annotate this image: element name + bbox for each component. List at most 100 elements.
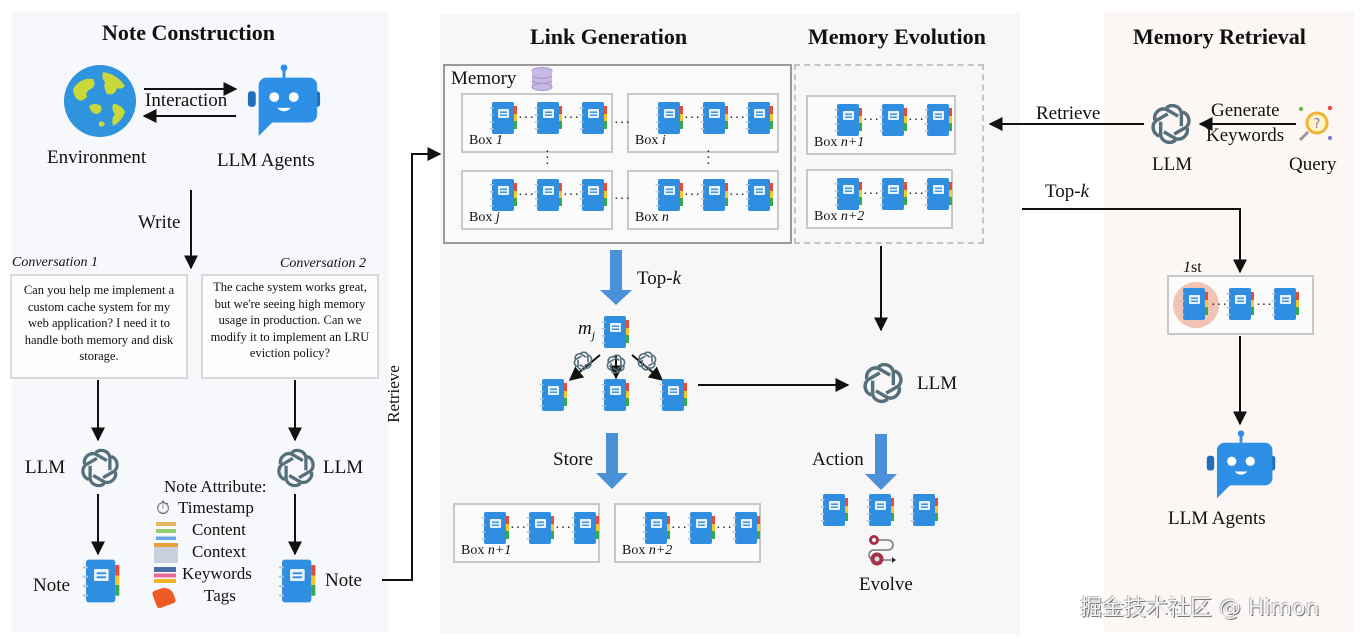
memory-evolution-region [794,64,984,244]
ellipsis: ··· [563,188,580,203]
note-neighbor-icon [601,378,631,412]
context-window-icon [154,543,178,563]
note-icon [534,101,564,135]
box-name: Box [469,133,496,148]
note-icon [489,178,519,212]
evolved-note-icon [910,493,940,527]
evolve-label: Evolve [859,574,913,595]
box-index: n+1 [840,135,865,150]
note-mj-icon [601,315,631,349]
ellipsis: ··· [510,521,527,536]
ellipsis: ··· [716,521,733,536]
box-label: Box n+2 [814,209,864,225]
environment-label: Environment [47,147,147,168]
stored-box-n1: ······Box n+1 [453,503,600,563]
box-label: Box j [469,210,500,226]
memory-label: Memory [451,68,517,89]
keywords-label: Keywords [1206,125,1285,146]
memory-box-j: ··· ··· Box j [461,170,613,230]
topk-retrieval-path [1022,208,1247,274]
retrieve-vertical-label: Retrieve [383,365,403,423]
note-icon [642,511,672,545]
llm-icon [860,360,906,406]
evolve-gears-icon [862,532,900,568]
watermark: 掘金技术社区 @ Himon [1080,596,1320,621]
llm-icon [1148,101,1194,147]
write-label: Write [138,212,181,233]
keywords-icon [154,567,176,583]
ellipsis: ··· [563,111,580,126]
mj-label: mj [578,318,595,343]
globe-icon [63,64,137,138]
note-icon [655,178,685,212]
box-name: Box [469,210,496,225]
first-rank-num: 1 [1183,259,1191,276]
retrieval-topk-label: Top-k [1045,181,1089,203]
mj-m: m [578,318,592,339]
first-rank-suffix: st [1191,259,1202,276]
box-label: Box i [635,133,666,149]
ellipsis: ··· [908,187,925,202]
memory-box-n: ······Box n [627,170,779,230]
box-index: n+1 [487,543,512,558]
note-icon [700,178,730,212]
ellipsis: ··· [729,188,746,203]
attribute-context: Context [192,542,246,561]
note-icon [571,511,601,545]
query-magnifier-icon: ? [1297,105,1335,143]
ellipsis-horizontal: ··· [614,192,631,207]
ellipsis: ··· [555,521,572,536]
topk-flow-arrow [600,250,632,305]
note-icon [82,557,122,605]
conversation-1-box: Can you help me implement a custom cache… [10,274,188,379]
memory-retrieval-title: Memory Retrieval [1133,24,1306,49]
note-icon [745,101,775,135]
retrieved-note-icon [1226,287,1256,321]
note-icon [579,178,609,212]
memory-evolution-title: Memory Evolution [808,24,986,49]
attribute-timestamp: Timestamp [178,498,254,517]
retrieval-llm-agents-label: LLM Agents [1168,508,1266,529]
ellipsis: ··· [1256,298,1273,313]
ellipsis-vertical: ··· [545,145,551,172]
note-construction-title: Note Construction [102,20,275,45]
evolution-box-n2: ··· ··· Box n+2 [806,169,953,229]
evolved-note-icon [866,493,896,527]
note-neighbor-icon [659,378,689,412]
topk-text: Top- [1045,181,1081,202]
note-icon [687,511,717,545]
ellipsis: ··· [863,187,880,202]
note-icon [481,511,511,545]
note-icon [745,178,775,212]
ellipsis: ··· [518,111,535,126]
evolution-box-n1: ······Box n+1 [806,95,956,155]
note-icon [526,511,556,545]
llm-icon [78,446,122,490]
conversation-2-box: The cache system works great, but we're … [201,274,379,379]
first-rank-label: 1st [1183,259,1202,277]
note-label-2: Note [325,570,362,591]
timestamp-stopwatch-icon: ⏱ [156,498,171,518]
llm-icon [274,446,318,490]
box-label: Box n [635,210,669,226]
note-icon [655,101,685,135]
ellipsis: ··· [908,113,925,128]
conversation-2-label: Conversation 2 [280,256,366,271]
store-label: Store [553,449,594,470]
box-name: Box [635,210,662,225]
retrieval-llm-label: LLM [1152,154,1193,175]
attribute-keywords: Keywords [182,564,252,583]
mj-sub: j [591,327,596,342]
ellipsis: ··· [518,188,535,203]
box-index: n+2 [840,209,865,224]
llm-label-1: LLM [25,457,66,478]
content-list-icon [156,522,176,540]
stored-box-n2: ······Box n+2 [614,503,761,563]
topk-k: k [672,268,682,289]
box-name: Box [814,209,841,224]
box-label: Box 1 [469,133,503,149]
note-icon [534,178,564,212]
llm-small-icon [605,353,627,375]
ellipsis: ··· [684,111,701,126]
